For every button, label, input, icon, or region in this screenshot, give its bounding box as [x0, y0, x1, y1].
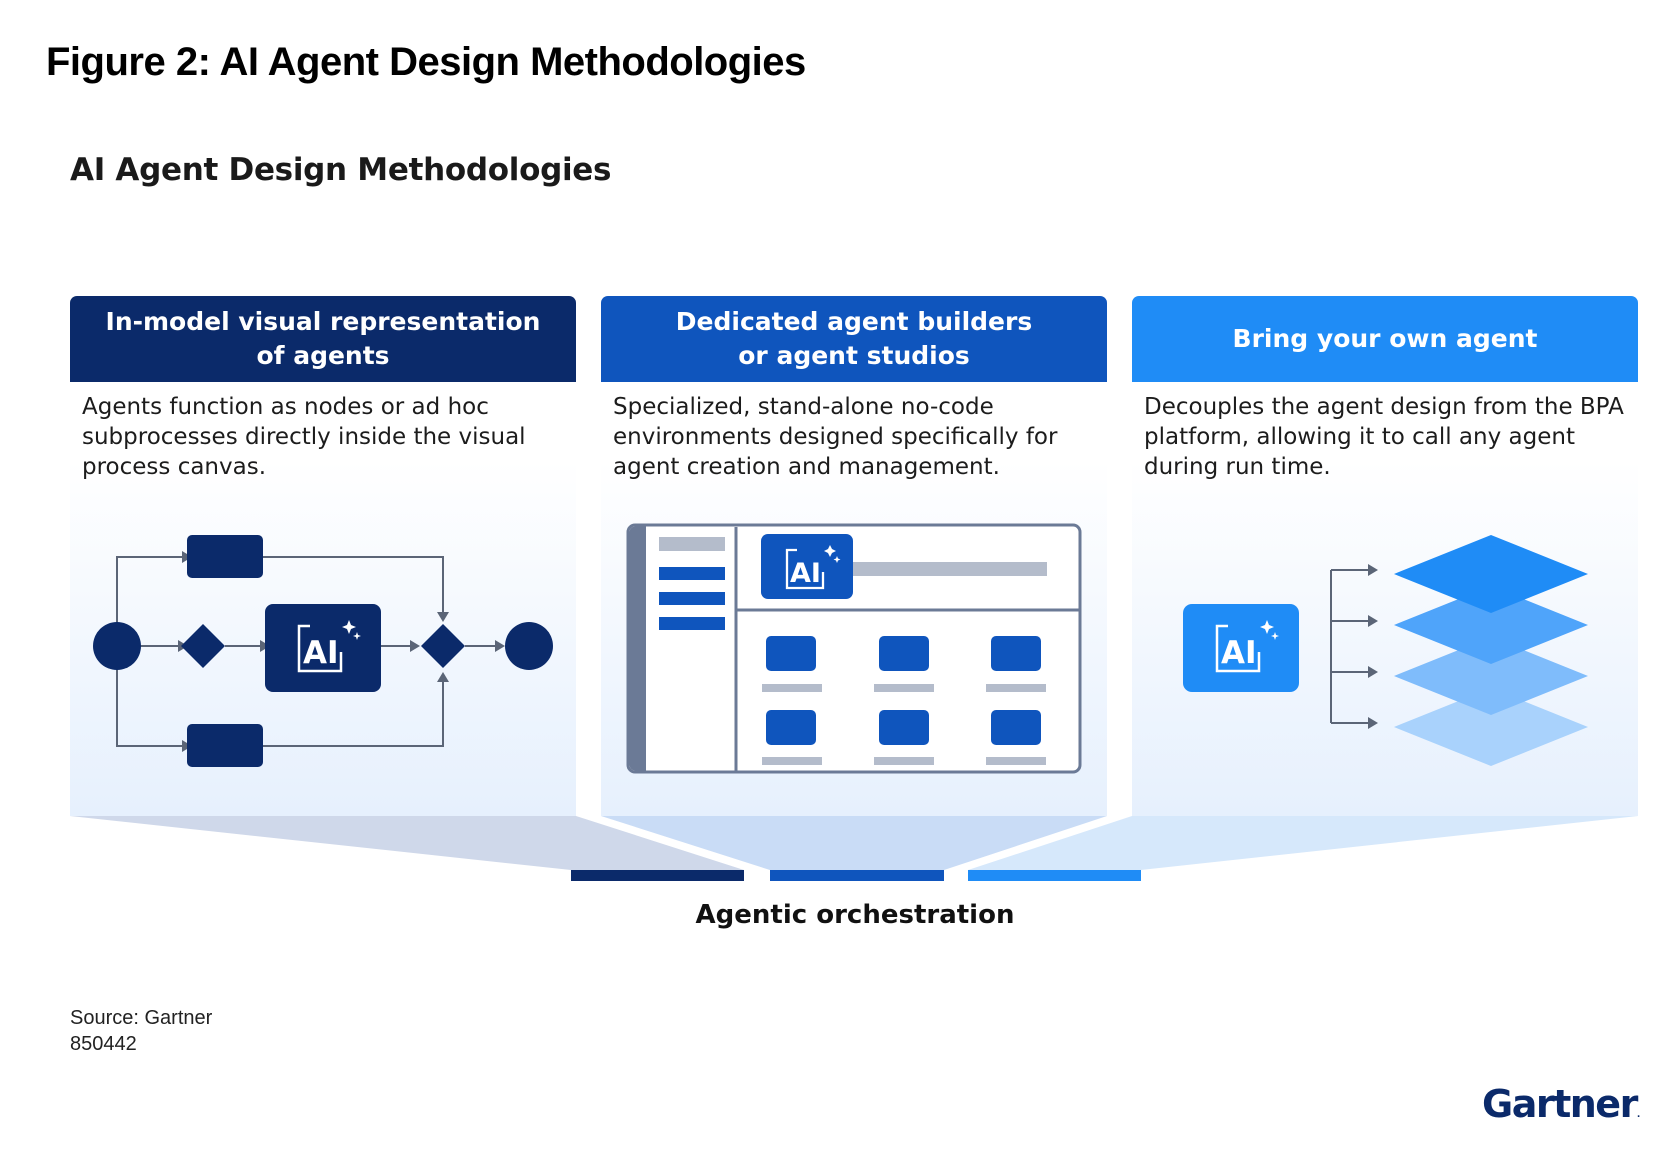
orchestration-funnel: [70, 816, 1638, 881]
card-header: In-model visual representation of agents: [70, 296, 576, 382]
task-node-bottom: [187, 724, 263, 767]
card-header-line2: or agent studios: [738, 341, 970, 370]
logo-registered-mark: .: [1636, 1110, 1641, 1120]
source-note: Source: Gartner 850442: [70, 1005, 212, 1057]
sidebar-bar-blue-3: [659, 617, 725, 630]
agent-studio-window-icon: AI: [626, 523, 1082, 774]
diagram-title: AI Agent Design Methodologies: [70, 152, 612, 188]
card-bring-your-own-agent: Bring your own agent AI: [1132, 296, 1638, 816]
orchestration-bar-mid: [770, 870, 944, 881]
merge-decision-node: [421, 624, 465, 668]
card-agent-builders: Dedicated agent builders or agent studio…: [601, 296, 1107, 816]
funnel-middle: [601, 816, 1107, 870]
gartner-logo: Gartner.: [1482, 1082, 1641, 1126]
card-description: Agents function as nodes or ad hoc subpr…: [82, 394, 526, 480]
process-flow-diagram-icon: AI: [93, 535, 553, 767]
agent-layers-icon: AI: [1183, 535, 1588, 766]
figure-title: Figure 2: AI Agent Design Methodologies: [46, 40, 806, 84]
svg-text:AI: AI: [1221, 635, 1257, 671]
card-header: Bring your own agent: [1132, 296, 1638, 382]
orchestration-bar-navy: [571, 870, 744, 881]
source-line: Source: Gartner: [70, 1007, 213, 1029]
task-node-top: [187, 535, 263, 578]
end-node: [505, 622, 553, 670]
card-body: AI Specialized, stand-alone no-code e: [601, 382, 1107, 816]
agent-tiles: [762, 636, 1046, 765]
ai-icon: AI: [1215, 620, 1279, 673]
ai-icon: AI: [785, 545, 841, 590]
funnel-right: [968, 816, 1638, 870]
sidebar-bar-blue-1: [659, 567, 725, 580]
svg-text:AI: AI: [303, 635, 339, 671]
card-description: Decouples the agent design from the BPA …: [1144, 394, 1624, 480]
orchestration-label: Agentic orchestration: [695, 900, 1015, 930]
card-header-line1: Bring your own agent: [1232, 324, 1538, 353]
card-description: Specialized, stand-alone no-code environ…: [613, 394, 1058, 480]
card-header-line2: of agents: [256, 341, 390, 370]
sidebar-bar-gray: [659, 537, 725, 551]
card-body: AI Deco: [1132, 382, 1638, 816]
studio-window: [626, 523, 1082, 774]
sidebar-bar-blue-2: [659, 592, 725, 605]
ai-icon: AI: [297, 620, 361, 673]
agent-layer-stack: [1394, 535, 1588, 766]
card-body: AI Agents function as nodes or ad hoc su…: [70, 382, 576, 816]
source-id: 850442: [70, 1033, 137, 1055]
decision-node: [181, 624, 225, 668]
card-header-line1: Dedicated agent builders: [675, 307, 1033, 336]
orchestration-bar-bright: [968, 870, 1141, 881]
funnel-left: [70, 816, 744, 870]
card-header: Dedicated agent builders or agent studio…: [601, 296, 1107, 382]
studio-title-bar: [853, 562, 1047, 576]
start-node: [93, 622, 141, 670]
svg-text:AI: AI: [790, 558, 821, 589]
card-in-model-visual: In-model visual representation of agents: [70, 296, 576, 816]
card-header-line1: In-model visual representation: [105, 307, 541, 336]
